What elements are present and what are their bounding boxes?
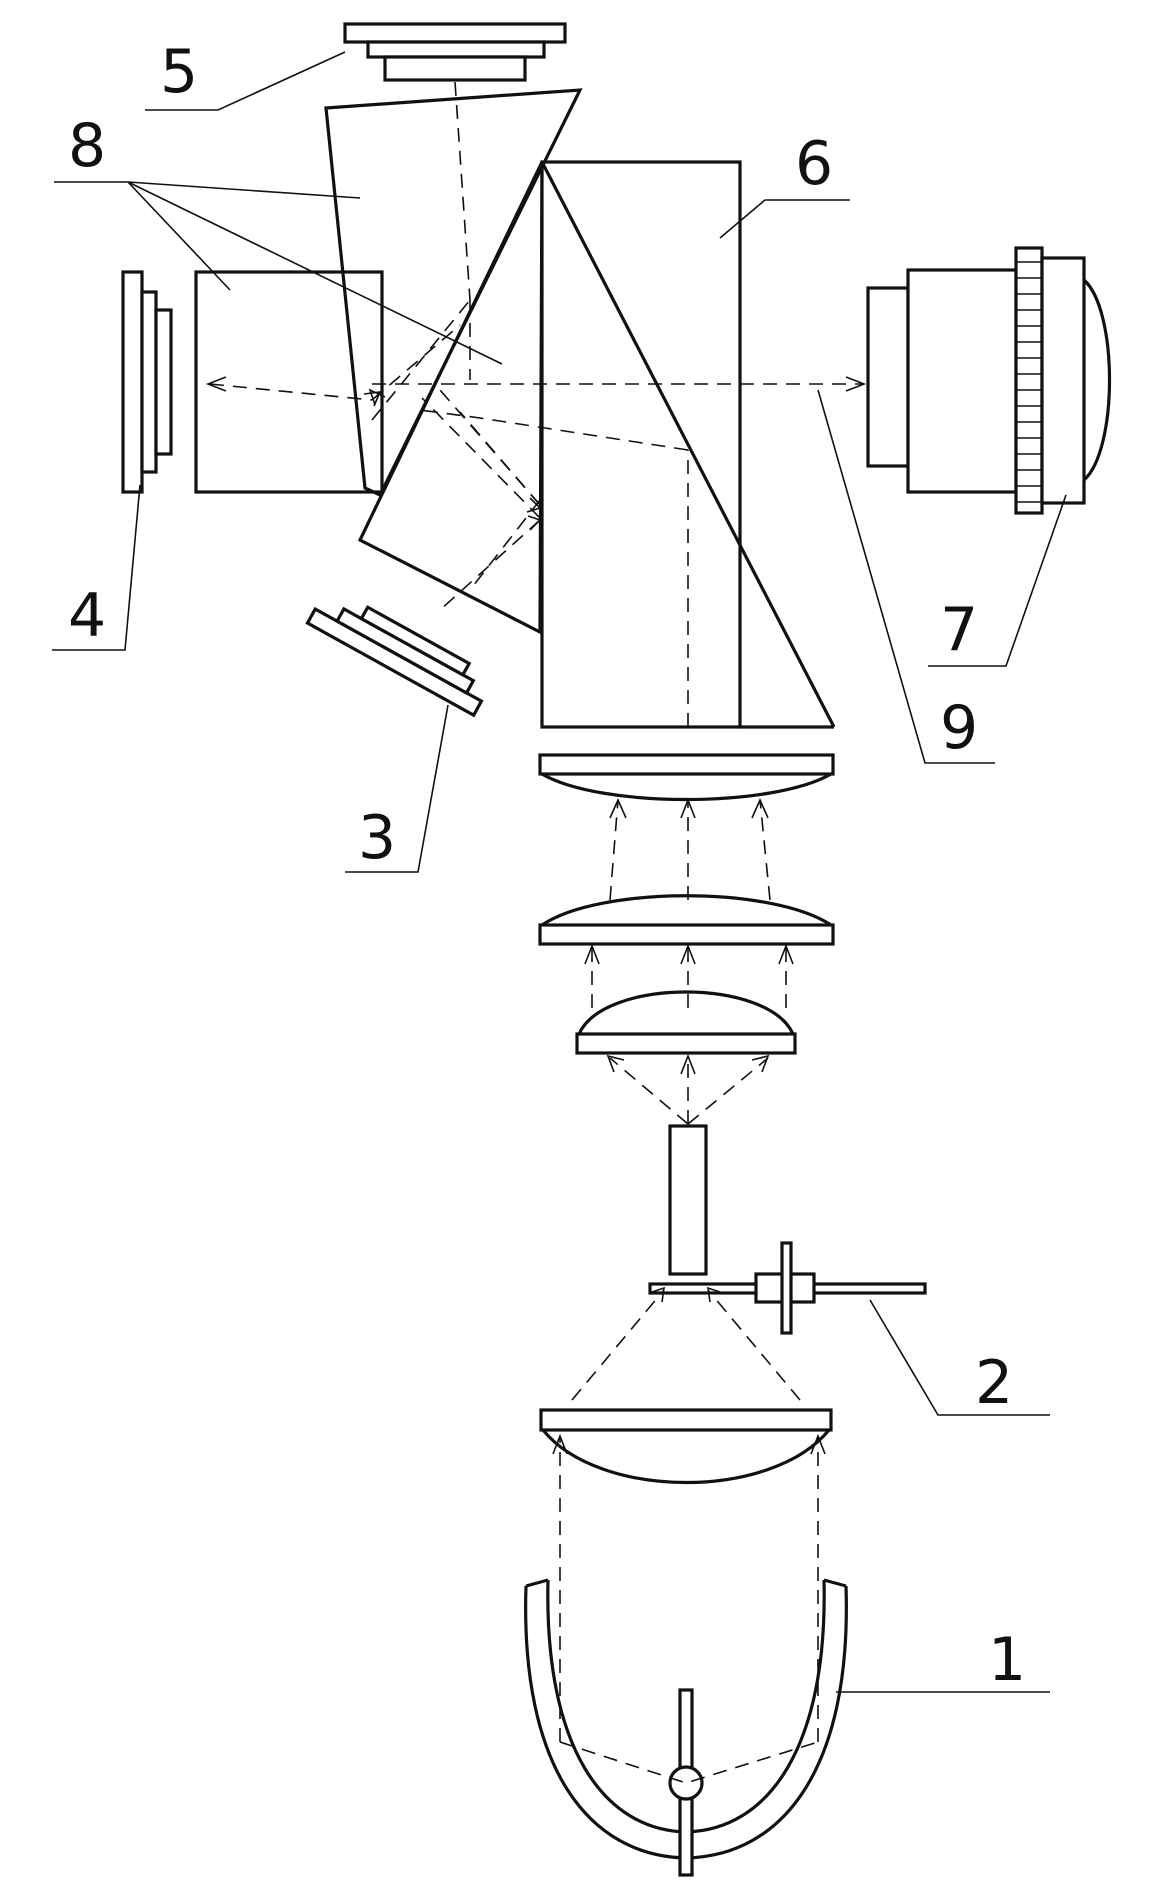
light-rays: [209, 81, 864, 1784]
reflector-lamp: [524, 1578, 848, 1877]
color-prism-assembly: [194, 88, 583, 635]
label-7: 7: [940, 595, 978, 665]
projection-lens: [866, 246, 1112, 515]
label-2: 2: [975, 1348, 1013, 1418]
lamp-bulb: [668, 1765, 704, 1801]
label-6: 6: [795, 129, 833, 199]
leader-lines: [52, 51, 1067, 1693]
focus-ring-knurl: [1016, 261, 1042, 503]
reference-numerals: 1 2 3 4 5 6 7 8 9: [68, 37, 1026, 1695]
label-8: 8: [68, 111, 106, 181]
dmd-panel-lower: [305, 605, 484, 718]
label-5: 5: [160, 37, 198, 107]
color-wheel: [648, 1241, 927, 1335]
label-4: 4: [68, 581, 106, 651]
dmd-panel-top: [343, 22, 567, 82]
integrator-rod: [668, 1124, 708, 1276]
tir-prism: [540, 160, 836, 729]
ray-arrowheads: [205, 376, 867, 1455]
label-1: 1: [988, 1625, 1026, 1695]
label-9: 9: [940, 693, 978, 763]
relay-lens-lower: [575, 990, 797, 1055]
relay-lens-upper: [538, 753, 835, 802]
dmd-panel-left: [121, 270, 173, 494]
relay-lens-middle: [538, 894, 835, 946]
label-3: 3: [358, 803, 396, 873]
condenser-lens: [539, 1408, 833, 1484]
